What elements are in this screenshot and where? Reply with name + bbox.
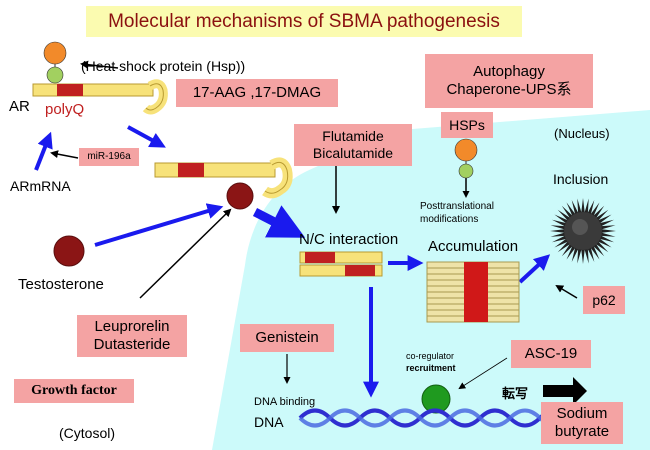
arrow-p62-to-accumulation xyxy=(555,284,578,299)
autophagy-line-1: Autophagy xyxy=(473,63,545,80)
posttranslational-label: Posttranslational modifications xyxy=(420,201,494,226)
nc-interaction-label: N/C interaction xyxy=(299,231,399,248)
coregulator-label: co-regulator recruitment xyxy=(406,351,456,374)
dna-label: DNA xyxy=(254,414,284,430)
nc-dimer xyxy=(299,251,383,277)
mir196a-box: miR-196a xyxy=(79,148,139,166)
coregulator-line-1: co-regulator xyxy=(406,351,455,361)
inclusion-label: Inclusion xyxy=(553,171,609,187)
drug-17aag-box: 17-AAG ,17-DMAG xyxy=(176,79,338,107)
leuprorelin-box: Leuprorelin Dutasteride xyxy=(77,315,187,357)
ar-label: AR xyxy=(9,98,30,115)
arrow-accumulation-to-inclusion xyxy=(518,254,551,284)
transcription-label: 転写 xyxy=(502,386,529,401)
hsps-box: HSPs xyxy=(441,112,493,138)
arrow-leuprorelin-to-ar xyxy=(139,208,232,299)
arrow-to-nc xyxy=(252,205,306,238)
hsps-icon xyxy=(454,138,478,179)
flutamide-box: Flutamide Bicalutamide xyxy=(294,124,412,166)
coregulator-line-2: recruitment xyxy=(406,362,456,373)
accumulation-stack xyxy=(426,261,520,323)
sodium-line-2: butyrate xyxy=(554,423,610,440)
posttranslational-line-1: Posttranslational xyxy=(420,201,494,212)
arrow-aag-to-hsp xyxy=(80,60,119,69)
arrow-mir-to-ar xyxy=(50,150,79,159)
flutamide-line-2: Bicalutamide xyxy=(312,145,394,161)
coregulator-icon xyxy=(421,384,451,414)
hsp-label: (Heat shock protein (Hsp)) xyxy=(81,58,246,74)
transcription-arrow xyxy=(543,377,587,405)
autophagy-line-2: Chaperone-UPS系 xyxy=(446,81,572,98)
arrow-testosterone-to-ar xyxy=(94,203,224,247)
autophagy-box: Autophagy Chaperone-UPS系 xyxy=(425,54,593,108)
armrna-label: ARmRNA xyxy=(10,178,71,194)
arrow-mrna-to-ar xyxy=(34,131,53,171)
arrow-asc-to-coregulator xyxy=(458,357,508,390)
accumulation-label: Accumulation xyxy=(428,238,519,255)
posttranslational-line-2: modifications xyxy=(420,213,479,225)
cytosol-label: (Cytosol) xyxy=(59,425,116,441)
leuprorelin-line-2: Dutasteride xyxy=(93,336,171,353)
page-title: Molecular mechanisms of SBMA pathogenesi… xyxy=(86,6,522,37)
sodium-line-1: Sodium xyxy=(556,405,608,422)
polyq-label: polyQ xyxy=(45,101,85,118)
hsp-icon-top xyxy=(43,41,67,84)
sodium-butyrate-box: Sodium butyrate xyxy=(541,402,623,444)
ar-protein-top xyxy=(32,79,168,115)
asc19-box: ASC-19 xyxy=(511,340,591,368)
ar-protein-bound xyxy=(154,157,293,210)
testosterone-icon xyxy=(53,235,85,267)
growth-factor-box: Growth factor xyxy=(14,379,134,403)
nucleus-label: (Nucleus) xyxy=(554,126,610,141)
genistein-box: Genistein xyxy=(240,324,334,352)
dna-binding-label: DNA binding xyxy=(254,396,316,408)
dna-helix xyxy=(298,408,572,428)
p62-box: p62 xyxy=(583,286,625,314)
testosterone-label: Testosterone xyxy=(18,276,104,293)
flutamide-line-1: Flutamide xyxy=(322,128,384,145)
leuprorelin-line-1: Leuprorelin xyxy=(94,318,170,335)
arrow-ar-to-bound xyxy=(127,125,166,148)
